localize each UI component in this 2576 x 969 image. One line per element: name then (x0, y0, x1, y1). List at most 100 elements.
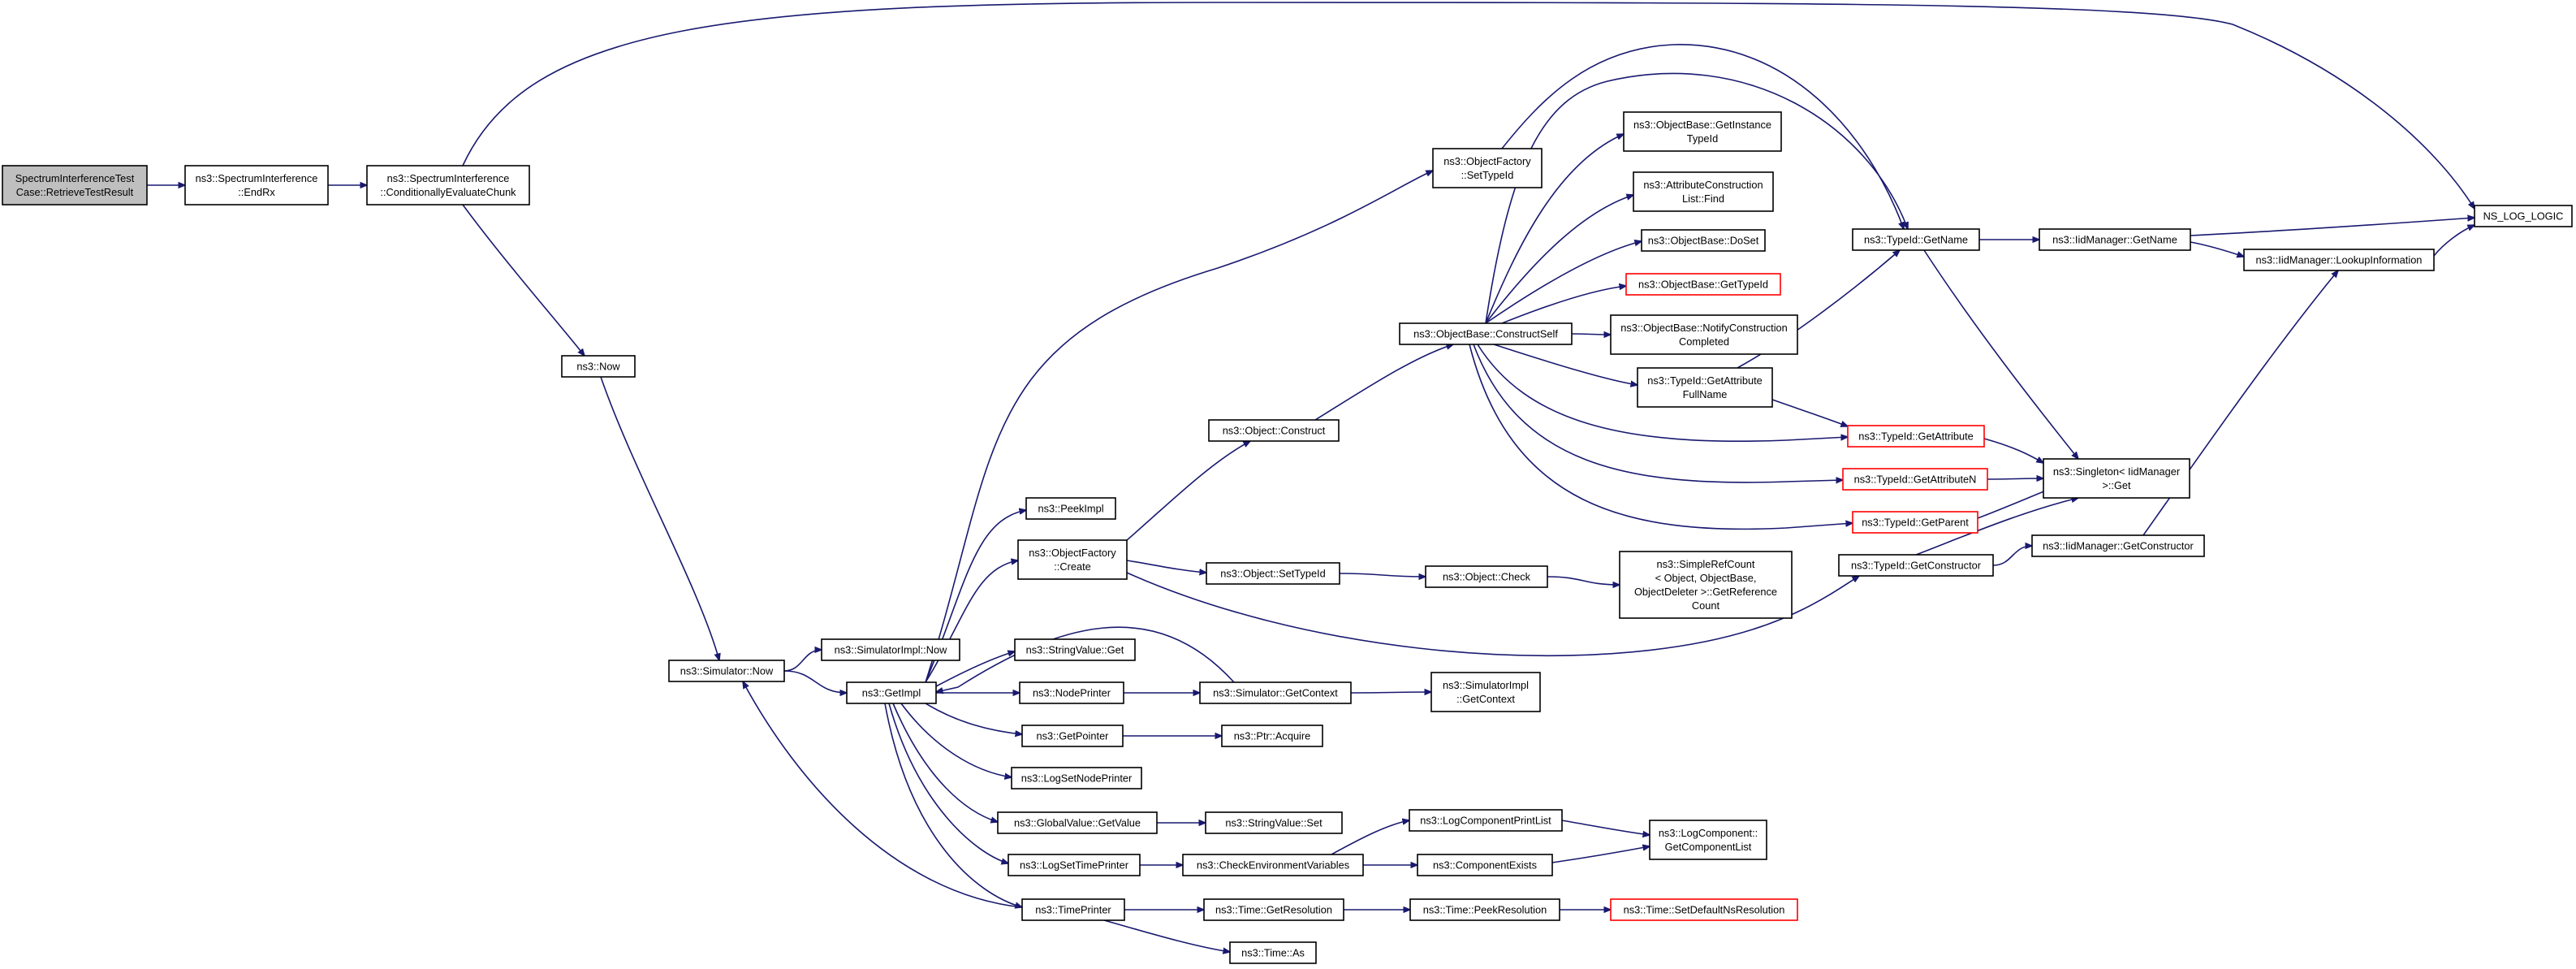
node-ns3-iidmanager-getconstructor[interactable]: ns3::IidManager::GetConstructor (2031, 534, 2205, 557)
node-label: ns3::CheckEnvironmentVariables (1197, 859, 1349, 872)
node-ns3-checkenvironmentvariables[interactable]: ns3::CheckEnvironmentVariables (1182, 854, 1364, 876)
node-box (668, 660, 785, 682)
node-label: ns3::GetPointer (1037, 730, 1110, 742)
node-ns3-objectbase-notifyconstruction-completed[interactable]: ns3::ObjectBase::NotifyConstructionCompl… (1610, 314, 1798, 355)
node-ns3-time-peekresolution[interactable]: ns3::Time::PeekResolution (1409, 898, 1560, 921)
edge-now-to-simnow (600, 376, 719, 660)
edge-tidgetctor-to-iidgetctor (1992, 546, 2032, 566)
node-ns3-time-setdefaultnsresolution[interactable]: ns3::Time::SetDefaultNsResolution (1610, 898, 1798, 921)
node-box (1208, 419, 1340, 442)
node-label: ns3::IidManager::GetConstructor (2043, 540, 2194, 552)
edge-tidgetattrfull-to-tidgetname (1737, 250, 1900, 369)
node-label: ::GetContext (1456, 693, 1515, 705)
node-box (1011, 767, 1142, 789)
node-ns3-objectfactory-settypeid[interactable]: ns3::ObjectFactory::SetTypeId (1432, 148, 1543, 188)
edge-ofcreate-to-objconstruct (1126, 441, 1250, 541)
node-ns3-simulatorimpl-now[interactable]: ns3::SimulatorImpl::Now (821, 638, 960, 661)
node-box (1025, 497, 1116, 520)
edge-iidgetname-to-iidlookup (2190, 241, 2244, 257)
node-box (1610, 314, 1798, 355)
node-box (2043, 458, 2190, 499)
node-ns3-simulator-getcontext[interactable]: ns3::Simulator::GetContext (1199, 681, 1352, 704)
node-ns3-typeid-getattributen[interactable]: ns3::TypeId::GetAttributeN (1842, 468, 1988, 491)
node-ns3-getimpl[interactable]: ns3::GetImpl (846, 681, 937, 704)
node-label: < Object, ObjectBase, (1655, 572, 1757, 584)
node-label: ns3::ObjectFactory (1443, 155, 1531, 167)
node-label: ns3::SimpleRefCount (1657, 558, 1755, 570)
node-ns3-time-getresolution[interactable]: ns3::Time::GetResolution (1203, 898, 1344, 921)
node-ns3-object-check[interactable]: ns3::Object::Check (1425, 565, 1548, 588)
edge-getimpl-to-timeprinter (884, 703, 1022, 907)
node-label: ns3::TypeId::GetName (1864, 234, 1968, 246)
node-label: ::EndRx (238, 186, 275, 198)
node-label: ns3::ComponentExists (1433, 859, 1537, 872)
node-ns3-getpointer[interactable]: ns3::GetPointer (1021, 725, 1124, 747)
node-ns3-stringvalue-set[interactable]: ns3::StringValue::Set (1205, 811, 1343, 834)
node-ns3-spectruminterference-conditionallyevaluatechunk[interactable]: ns3::SpectrumInterference::Conditionally… (366, 165, 530, 205)
node-spectruminterferencetest-case-retrievetestresult[interactable]: SpectrumInterferenceTestCase::RetrieveTe… (2, 165, 148, 205)
node-ns3-time-as[interactable]: ns3::Time::As (1229, 941, 1317, 964)
node-box (1430, 672, 1541, 712)
node-box (1409, 809, 1563, 832)
node-ns3-object-construct[interactable]: ns3::Object::Construct (1208, 419, 1340, 442)
node-ns3-logcomponent-getcomponentlist[interactable]: ns3::LogComponent::GetComponentList (1649, 820, 1767, 860)
node-label: ns3::Time::GetResolution (1215, 904, 1332, 916)
node-ns3-peekimpl[interactable]: ns3::PeekImpl (1025, 497, 1116, 520)
node-ns3-logcomponentprintlist[interactable]: ns3::LogComponentPrintList (1409, 809, 1563, 832)
node-ns3-objectbase-constructself[interactable]: ns3::ObjectBase::ConstructSelf (1399, 322, 1573, 345)
edge-obcs-to-obgetinst (1485, 134, 1624, 324)
node-ns3-singleton-iidmanager-get[interactable]: ns3::Singleton< IidManager>::Get (2043, 458, 2190, 499)
node-label: GetComponentList (1665, 841, 1752, 853)
node-ns3-simulator-now[interactable]: ns3::Simulator::Now (668, 660, 785, 682)
node-ns3-now[interactable]: ns3::Now (561, 355, 636, 378)
node-label: TypeId (1687, 132, 1718, 145)
node-ns3-componentexists[interactable]: ns3::ComponentExists (1417, 854, 1553, 876)
node-ns3-stringvalue-get[interactable]: ns3::StringValue::Get (1014, 638, 1136, 661)
node-ns3-typeid-getconstructor[interactable]: ns3::TypeId::GetConstructor (1838, 554, 1994, 577)
node-label: ns3::Ptr::Acquire (1234, 730, 1311, 742)
edge-ofsettypeid-to-tidgetname (1501, 44, 1904, 229)
edge-simnow-to-getimpl (783, 670, 847, 693)
node-ns3-objectbase-gettypeid[interactable]: ns3::ObjectBase::GetTypeId (1625, 273, 1781, 296)
edge-iidgetctor-to-iidlookup (2142, 270, 2338, 536)
edge-tidgetparent-to-singleton (1977, 487, 2054, 519)
node-ns3-objectfactory-create[interactable]: ns3::ObjectFactory::Create (1017, 539, 1128, 580)
node-ns3-globalvalue-getvalue[interactable]: ns3::GlobalValue::GetValue (997, 811, 1158, 834)
node-ns3-iidmanager-lookupinformation[interactable]: ns3::IidManager::LookupInformation (2243, 249, 2435, 271)
node-label: ::SetTypeId (1461, 169, 1514, 181)
node-box (2243, 249, 2435, 271)
edge-simgetctx-to-getimpl (936, 626, 1235, 692)
node-ns3-objectbase-doset[interactable]: ns3::ObjectBase::DoSet (1641, 229, 1766, 252)
edge-tidgetattrn-to-singleton (1987, 478, 2043, 479)
node-box (1625, 273, 1781, 296)
node-ns3-iidmanager-getname[interactable]: ns3::IidManager::GetName (2039, 228, 2191, 251)
node-ns3-simplerefcount-object-objectbase-objectdeleter-getreference-count[interactable]: ns3::SimpleRefCount< Object, ObjectBase,… (1619, 551, 1793, 619)
node-ns3-simulatorimpl-getcontext[interactable]: ns3::SimulatorImpl::GetContext (1430, 672, 1541, 712)
node-box (1229, 941, 1317, 964)
node-ns-log-logic[interactable]: NS_LOG_LOGIC (2474, 205, 2573, 227)
edge-obcs-to-tidgetattrfull (1493, 344, 1638, 385)
edge-getimpl-to-ofsettypeid (925, 171, 1433, 683)
node-ns3-typeid-getname[interactable]: ns3::TypeId::GetName (1852, 228, 1980, 251)
node-ns3-logsettimeprinter[interactable]: ns3::LogSetTimePrinter (1008, 854, 1141, 876)
node-box (1838, 554, 1994, 577)
edge-cond-to-nslog (462, 2, 2475, 209)
node-ns3-logsetnodeprinter[interactable]: ns3::LogSetNodePrinter (1011, 767, 1142, 789)
node-ns3-timeprinter[interactable]: ns3::TimePrinter (1021, 898, 1125, 921)
node-ns3-typeid-getparent[interactable]: ns3::TypeId::GetParent (1852, 511, 1978, 534)
node-ns3-nodeprinter[interactable]: ns3::NodePrinter (1019, 681, 1124, 704)
node-ns3-ptr-acquire[interactable]: ns3::Ptr::Acquire (1221, 725, 1323, 747)
edge-getimpl-to-getpointer (925, 703, 1022, 734)
node-ns3-spectruminterference-endrx[interactable]: ns3::SpectrumInterference::EndRx (184, 165, 329, 205)
edge-simnow-to-simimplnow (783, 650, 822, 672)
node-box (1206, 562, 1340, 585)
node-ns3-object-settypeid[interactable]: ns3::Object::SetTypeId (1206, 562, 1340, 585)
edge-checkenv-to-logcompprint (1331, 820, 1409, 855)
edge-tidgetctor-to-singleton (1915, 498, 2078, 556)
node-box (1637, 367, 1773, 408)
edge-iidgetname-to-nslog (2190, 218, 2475, 236)
node-ns3-typeid-getattribute[interactable]: ns3::TypeId::GetAttribute (1847, 425, 1985, 448)
